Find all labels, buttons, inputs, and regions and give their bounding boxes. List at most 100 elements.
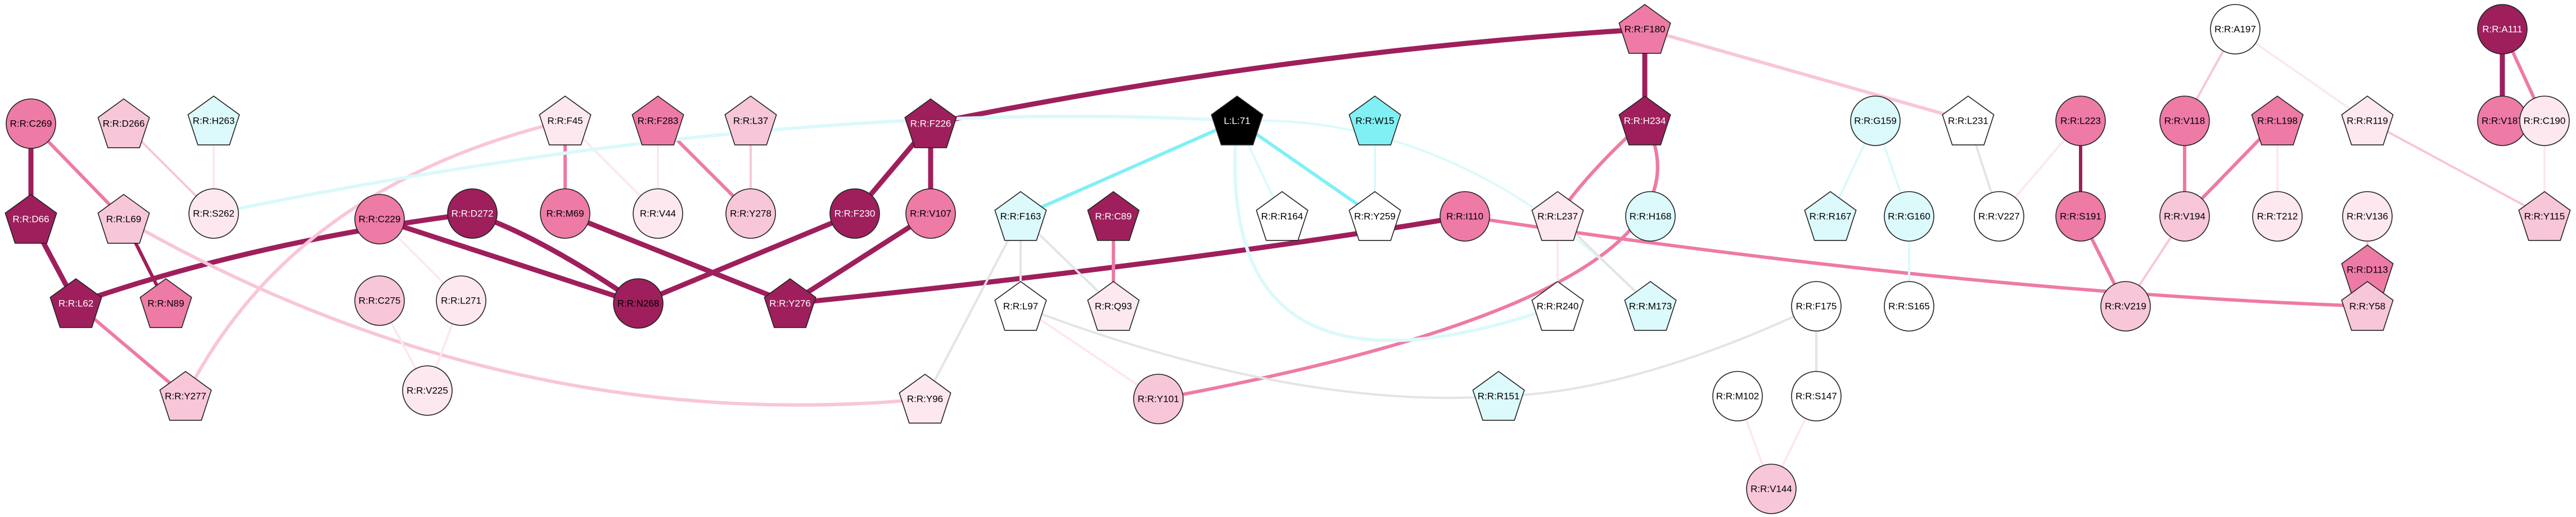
edge-c229-n268: [377, 216, 641, 306]
node-label: R:R:F180: [1625, 24, 1666, 35]
node-v219[interactable]: R:R:V219: [2100, 281, 2151, 332]
node-l231[interactable]: R:R:L231: [1942, 96, 1995, 146]
node-label: R:R:C275: [359, 296, 401, 306]
node-c89[interactable]: R:R:C89: [1087, 191, 1140, 241]
node-g160[interactable]: R:R:G160: [1884, 191, 1934, 242]
node-f163[interactable]: R:R:F163: [994, 191, 1047, 241]
node-l97[interactable]: R:R:L97: [994, 281, 1047, 331]
node-m102[interactable]: R:R:M102: [1712, 371, 1763, 421]
node-label: R:R:G159: [1854, 116, 1897, 126]
node-label: R:R:Y96: [907, 394, 943, 405]
node-label: R:R:R164: [1261, 211, 1303, 222]
node-l237[interactable]: R:R:L237: [1531, 191, 1584, 241]
node-label: R:R:W15: [1356, 116, 1395, 126]
node-y101[interactable]: R:R:Y101: [1133, 374, 1184, 424]
node-label: R:R:L271: [441, 296, 481, 306]
node-r164[interactable]: R:R:R164: [1256, 191, 1309, 241]
node-m69[interactable]: R:R:M69: [540, 188, 590, 239]
node-label: R:R:L237: [1537, 211, 1578, 222]
edge-r119-y115: [2366, 120, 2546, 217]
node-shape: [1712, 371, 1763, 421]
node-s147[interactable]: R:R:S147: [1791, 371, 1842, 421]
node-shape: [613, 278, 664, 329]
node-l271[interactable]: R:R:L271: [436, 275, 486, 326]
node-l69[interactable]: R:R:L69: [97, 194, 150, 244]
node-d272[interactable]: R:R:D272: [447, 188, 498, 239]
node-h263[interactable]: R:R:H263: [187, 96, 240, 146]
node-y58[interactable]: R:R:Y58: [2341, 281, 2394, 331]
node-l198[interactable]: R:R:L198: [2251, 96, 2304, 146]
edge-l71-r240: [1233, 119, 1559, 342]
node-shape: [1256, 191, 1309, 241]
node-a197[interactable]: R:R:A197: [2210, 4, 2261, 55]
node-f226[interactable]: R:R:F226: [904, 98, 957, 148]
node-label: R:R:H263: [193, 116, 235, 126]
node-h234[interactable]: R:R:H234: [1618, 96, 1671, 146]
node-r240[interactable]: R:R:R240: [1531, 281, 1584, 331]
node-n268[interactable]: R:R:N268: [613, 278, 664, 329]
node-v227[interactable]: R:R:V227: [1974, 191, 2024, 242]
node-v118[interactable]: R:R:V118: [2159, 96, 2210, 146]
node-y277[interactable]: R:R:Y277: [159, 371, 212, 421]
node-m173[interactable]: R:R:M173: [1624, 281, 1677, 331]
node-a111[interactable]: R:R:A111: [2477, 4, 2528, 55]
node-l223[interactable]: R:R:L223: [2055, 96, 2106, 146]
node-label: R:R:F163: [1000, 211, 1041, 222]
node-c229[interactable]: R:R:C229: [354, 194, 405, 244]
node-r151[interactable]: R:R:R151: [1472, 371, 1525, 421]
node-c269[interactable]: R:R:C269: [6, 98, 56, 149]
node-y96[interactable]: R:R:Y96: [899, 374, 951, 424]
node-shape: [1211, 96, 1264, 146]
node-label: R:R:F45: [547, 116, 583, 126]
node-label: R:R:R119: [2347, 116, 2388, 126]
node-s165[interactable]: R:R:S165: [1884, 281, 1934, 332]
node-l37[interactable]: R:R:L37: [724, 96, 777, 146]
node-label: R:R:A197: [2214, 24, 2256, 35]
node-v136[interactable]: R:R:V136: [2342, 191, 2393, 242]
node-h168[interactable]: R:R:H168: [1625, 191, 1676, 242]
node-s191[interactable]: R:R:S191: [2055, 191, 2106, 242]
node-f230[interactable]: R:R:F230: [829, 188, 880, 239]
node-y259[interactable]: R:R:Y259: [1348, 191, 1401, 241]
node-f180[interactable]: R:R:F180: [1618, 4, 1671, 54]
node-label: L:L:71: [1224, 116, 1250, 126]
node-v225[interactable]: R:R:V225: [402, 365, 453, 416]
node-r119[interactable]: R:R:R119: [2341, 96, 2394, 146]
node-shape: [1942, 96, 1995, 146]
node-d66[interactable]: R:R:D66: [4, 194, 57, 244]
node-label: R:R:I110: [1446, 211, 1483, 222]
node-y278[interactable]: R:R:Y278: [725, 188, 776, 239]
node-f45[interactable]: R:R:F45: [539, 96, 592, 146]
node-v144[interactable]: R:R:V144: [1746, 464, 1797, 514]
node-f175[interactable]: R:R:F175: [1791, 281, 1842, 332]
node-v44[interactable]: R:R:V44: [633, 188, 683, 239]
node-s262[interactable]: R:R:S262: [188, 188, 239, 239]
node-label: R:R:V118: [2164, 116, 2205, 126]
node-l62[interactable]: R:R:L62: [49, 278, 102, 328]
node-label: R:R:H234: [1624, 116, 1666, 126]
node-q93[interactable]: R:R:Q93: [1087, 281, 1140, 331]
node-shape: [2518, 191, 2571, 241]
node-label: R:R:N268: [617, 298, 660, 309]
node-c190[interactable]: R:R:C190: [2519, 96, 2570, 146]
node-t212[interactable]: R:R:T212: [2252, 191, 2303, 242]
node-r167[interactable]: R:R:R167: [1804, 191, 1857, 241]
node-g159[interactable]: R:R:G159: [1850, 96, 1901, 146]
node-label: R:R:L223: [2060, 116, 2101, 126]
node-shape: [354, 194, 405, 244]
node-v194[interactable]: R:R:V194: [2159, 191, 2210, 242]
node-v107[interactable]: R:R:V107: [905, 188, 956, 239]
node-y115[interactable]: R:R:Y115: [2518, 191, 2571, 241]
node-n89[interactable]: R:R:N89: [139, 278, 192, 328]
node-f283[interactable]: R:R:F283: [631, 96, 684, 146]
node-d266[interactable]: R:R:D266: [97, 98, 150, 148]
node-label: R:R:V107: [910, 208, 951, 219]
node-shape: [1440, 191, 1490, 242]
node-l71[interactable]: L:L:71: [1211, 96, 1264, 146]
node-y276[interactable]: R:R:Y276: [764, 278, 816, 328]
node-w15[interactable]: R:R:W15: [1348, 96, 1401, 146]
node-c275[interactable]: R:R:C275: [354, 275, 405, 326]
node-label: R:R:L69: [106, 214, 141, 225]
node-i110[interactable]: R:R:I110: [1440, 191, 1490, 242]
node-shape: [2159, 96, 2210, 146]
